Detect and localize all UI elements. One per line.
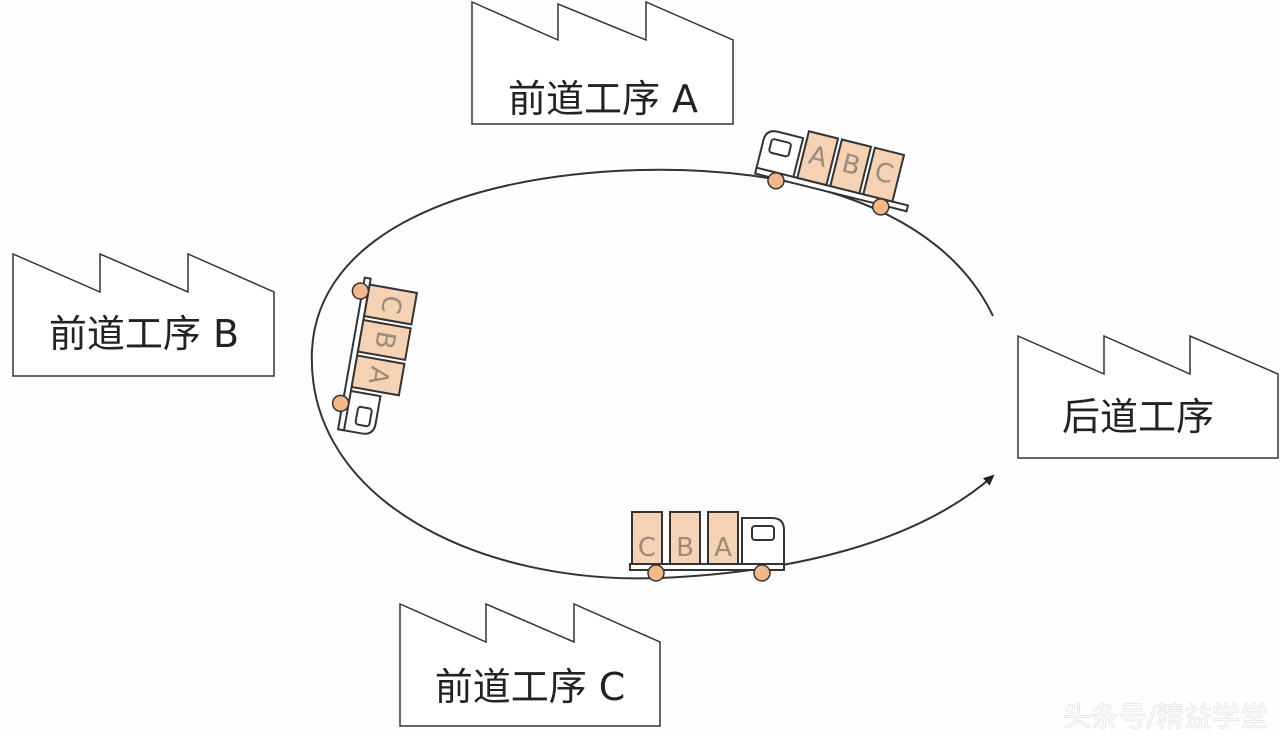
factory-a-outline [471,0,734,125]
truck-bottom-box-1-label: C [638,533,656,563]
truck-top-wheel-rear [872,198,890,216]
truck-bottom-wheel-rear [647,564,665,582]
factory-c: 前道工序 C [399,602,661,727]
truck-left-box-2 [356,318,412,362]
truck-top-box-2 [829,138,873,195]
truck-left-box-3 [350,354,406,397]
truck-left-window [354,405,373,428]
truck-bottom-window [751,525,775,541]
truck-bottom-box-2 [669,511,701,565]
factory-c-outline [399,602,661,727]
factory-downstream: 后道工序 [1017,334,1279,459]
truck-top-window [768,138,792,158]
truck-top-box-3 [862,146,906,203]
truck-top: A B C [753,130,910,216]
truck-left-wheel-rear [351,282,370,300]
truck-bottom-box-3-label: A [714,533,732,563]
truck-left-box-1-label: C [374,293,407,316]
factory-b-label: 前道工序 B [49,312,239,356]
truck-bottom-box-3 [707,511,739,565]
factory-a: 前道工序 A [471,0,734,125]
truck-left-box-3-label: A [362,364,395,387]
watermark-text: 头条号/精益学堂 [1063,700,1268,733]
truck-top-wheel-front [767,172,785,190]
truck-left: C B A [331,276,419,435]
truck-left-box-2-label: B [368,329,401,352]
truck-bottom-wheel-front [753,564,771,582]
truck-left-bed [336,276,372,432]
factory-c-label: 前道工序 C [435,665,626,709]
truck-top-box-1 [796,130,840,187]
factory-downstream-label: 后道工序 [1062,395,1214,439]
truck-left-box-1 [362,283,419,326]
truck-left-wheel-front [331,394,350,413]
factory-b-outline [12,252,275,377]
factory-downstream-outline [1017,334,1279,459]
truck-bottom: C B A [629,511,785,582]
truck-bottom-box-1 [631,511,663,565]
factory-b: 前道工序 B [12,252,275,377]
factory-a-label: 前道工序 A [508,77,698,121]
truck-bottom-box-2-label: B [676,533,694,563]
